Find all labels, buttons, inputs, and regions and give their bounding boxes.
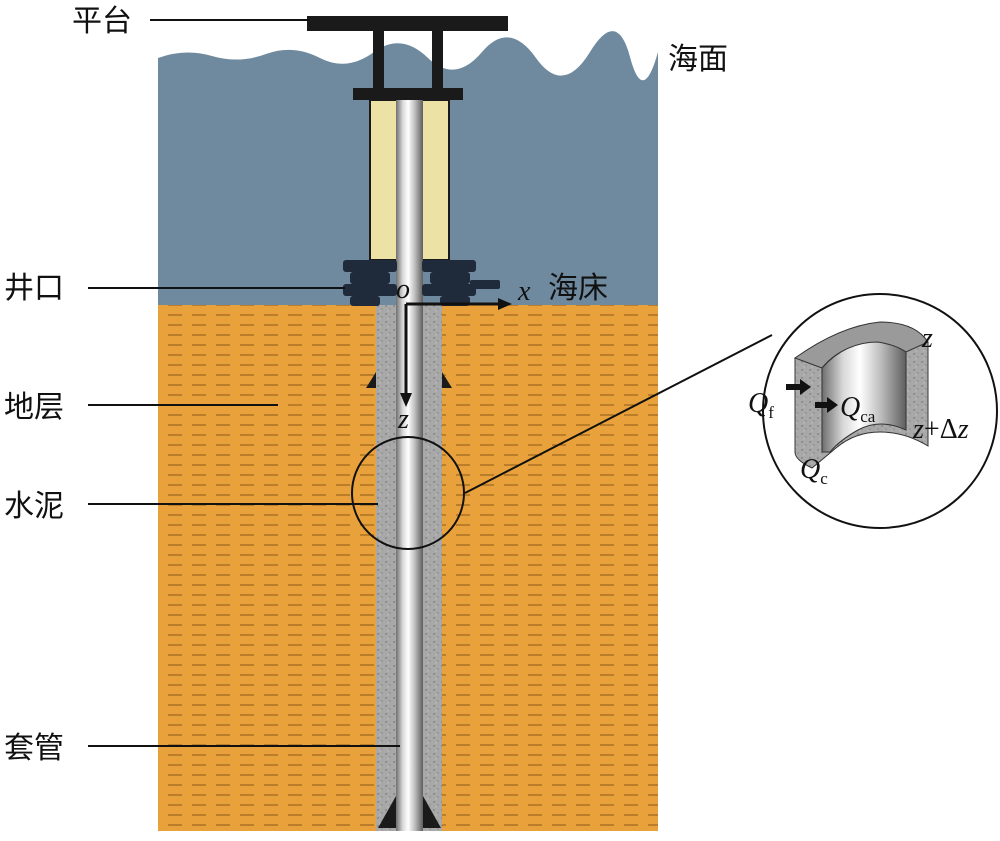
riser-fill-left [369, 99, 399, 261]
inset-z-bottom-var: z [912, 414, 924, 445]
coordinate-axes [400, 298, 512, 407]
label-casing: 套管 [4, 731, 64, 766]
platform-crossbar [353, 88, 463, 100]
casing-bore [821, 341, 907, 453]
centralizer-right [442, 372, 452, 388]
centralizer-left [366, 372, 376, 388]
axis-x-label: x [517, 276, 531, 307]
platform-leg-right [432, 31, 443, 89]
label-cement: 水泥 [4, 489, 64, 524]
inset-detail [762, 293, 998, 529]
qf-arrow [786, 379, 811, 395]
inset-q-ca: Qca [840, 392, 876, 426]
label-seabed: 海床 [548, 271, 608, 306]
label-sea-surface: 海面 [668, 42, 728, 77]
casing-shoe-right [423, 796, 441, 828]
inset-z-bottom-op: +Δ [924, 414, 958, 445]
inset-z-bottom: z+Δz [912, 414, 969, 445]
riser-fill-right [420, 99, 450, 261]
inset-q-f-sub: f [768, 403, 774, 422]
casing-pipe [396, 95, 423, 831]
label-platform: 平台 [72, 4, 132, 39]
inset-q-ca-sub: ca [860, 407, 876, 426]
inset-z-bottom-var2: z [957, 414, 969, 445]
platform-leg-left [373, 31, 384, 89]
axis-z-label: z [397, 404, 409, 435]
wellhead-stack [343, 260, 500, 306]
detail-callout-line [464, 334, 773, 494]
leader-lines [88, 19, 400, 747]
detail-callout-circle [351, 436, 465, 550]
inset-z-top: z [921, 323, 933, 354]
inset-q-c: Qc [800, 454, 828, 488]
label-formation: 地层 [4, 390, 64, 425]
inset-q-f-main: Q [748, 388, 768, 419]
inset-q-c-sub: c [820, 469, 828, 488]
inset-q-c-main: Q [800, 454, 820, 485]
label-wellhead: 井口 [4, 271, 64, 306]
platform-deck [307, 16, 508, 31]
qca-arrow [815, 397, 838, 413]
inset-q-ca-main: Q [840, 392, 860, 423]
casing-shoe-left [378, 796, 396, 828]
axis-origin-label: o [396, 274, 410, 305]
inset-q-f: Qf [748, 388, 774, 422]
